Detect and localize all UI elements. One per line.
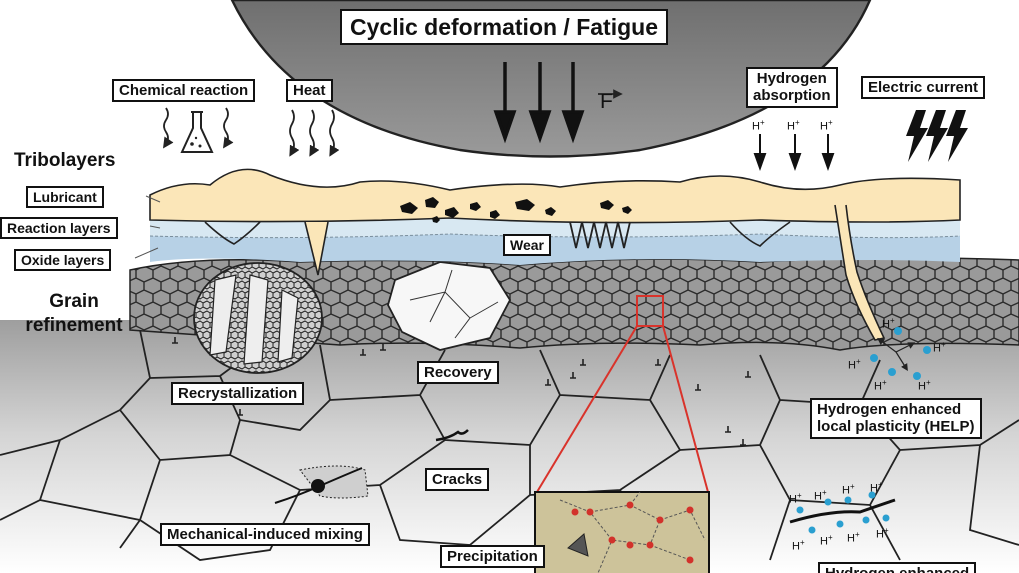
hydrogen-ion-label: H+	[820, 533, 833, 548]
heat-arrows	[289, 109, 340, 157]
lubricant-layer	[149, 168, 961, 224]
zoom-line-right	[662, 325, 709, 493]
help-line2: local plasticity (HELP)	[817, 418, 975, 436]
precipitation-label: Precipitation	[440, 545, 545, 569]
hydrogen-ion-label: H+	[870, 480, 883, 495]
reaction-layers-label: Reaction layers	[0, 217, 118, 240]
reaction-oxide-boundary	[149, 233, 961, 239]
recrystallization-label: Recrystallization	[171, 382, 305, 406]
hydrogen-absorption-label: Hydrogen absorption	[746, 67, 838, 108]
hydrogen-absorption-line2: absorption	[753, 87, 831, 105]
crack-line	[435, 429, 469, 442]
precipitates	[571, 501, 694, 564]
hydrogen-ion-label: H+	[876, 526, 889, 541]
precipitate-cluster	[567, 533, 589, 557]
heat-label: Heat	[286, 79, 333, 103]
zoom-line-left	[536, 325, 638, 493]
hydrogen-ion-label: H+	[842, 482, 855, 497]
hydrogen-arrows	[753, 134, 835, 171]
hydrogen-ion-label: H+	[882, 316, 895, 331]
cracks-label: Cracks	[425, 468, 490, 492]
oxide-layers-label: Oxide layers	[14, 249, 112, 272]
surface-notch	[204, 221, 261, 245]
coarse-grain-boundaries	[0, 329, 1019, 561]
hydrogen-ion-label: H+	[752, 118, 765, 133]
grain-refinement-line2: refinement	[25, 314, 123, 336]
deep-notch	[304, 221, 329, 276]
wear-label: Wear	[503, 234, 551, 257]
grain-refinement-line1: Grain	[49, 291, 99, 312]
hydrogen-ion-label: H+	[847, 530, 860, 545]
flask-icon	[180, 111, 214, 153]
hydrogen-enhanced-label-cut: Hydrogen enhanced	[818, 562, 977, 573]
hydrogen-atoms	[870, 327, 931, 380]
reaction-layer	[150, 218, 960, 238]
subgrain-boundaries	[409, 269, 499, 339]
oxide-layer	[150, 230, 960, 265]
hydrogen-ion-label: H+	[848, 357, 861, 372]
lubricant-label: Lubricant	[26, 186, 104, 209]
force-arrows	[493, 62, 585, 144]
layer-pointers	[134, 195, 161, 259]
hydrogen-diffusion-arrows	[877, 337, 916, 372]
grain-refinement-layer	[129, 257, 1019, 351]
surface-notch-right	[729, 221, 791, 247]
hydrogen-ion-label: H+	[933, 340, 946, 355]
recovery-label: Recovery	[417, 361, 499, 385]
force-label: F	[600, 90, 613, 113]
hydrogen-ion-label: H+	[918, 378, 931, 393]
hydrogen-atoms-lower	[796, 491, 890, 534]
hydrogen-ion-label: H+	[874, 378, 887, 393]
recrystallization-bands	[209, 274, 299, 365]
electric-current-label: Electric current	[861, 76, 986, 100]
zoom-box	[636, 295, 664, 327]
mixing-particle	[311, 479, 325, 493]
hydrogen-ion-label: H+	[820, 118, 833, 133]
hydrogen-ion-label: H+	[789, 491, 802, 506]
grain-refinement-label: Grain refinement	[15, 290, 133, 338]
wear-zigzag	[569, 221, 631, 249]
hydrogen-ion-label: H+	[792, 538, 805, 553]
page-title: Cyclic deformation / Fatigue	[340, 9, 668, 46]
bulk-material	[0, 320, 1019, 573]
hydrogen-ion-label: H+	[814, 488, 827, 503]
lightning-icons	[906, 110, 968, 162]
recovery-grain	[387, 261, 512, 351]
hydrogen-absorption-line1: Hydrogen	[756, 70, 827, 87]
tribolayers-label: Tribolayers	[14, 150, 116, 171]
chemical-reaction-label: Chemical reaction	[112, 79, 256, 103]
precipitation-inset	[534, 491, 710, 573]
help-label: Hydrogen enhanced local plasticity (HELP…	[810, 398, 982, 439]
dislocation-symbols	[172, 337, 751, 446]
hydrogen-crack-lower	[789, 498, 896, 524]
help-line1: Hydrogen enhanced	[817, 401, 962, 418]
hydrogen-ion-label: H+	[787, 118, 800, 133]
mechanical-mixing-label: Mechanical-induced mixing	[160, 523, 370, 547]
wear-particles	[400, 197, 632, 223]
chemical-arrows	[163, 107, 234, 149]
